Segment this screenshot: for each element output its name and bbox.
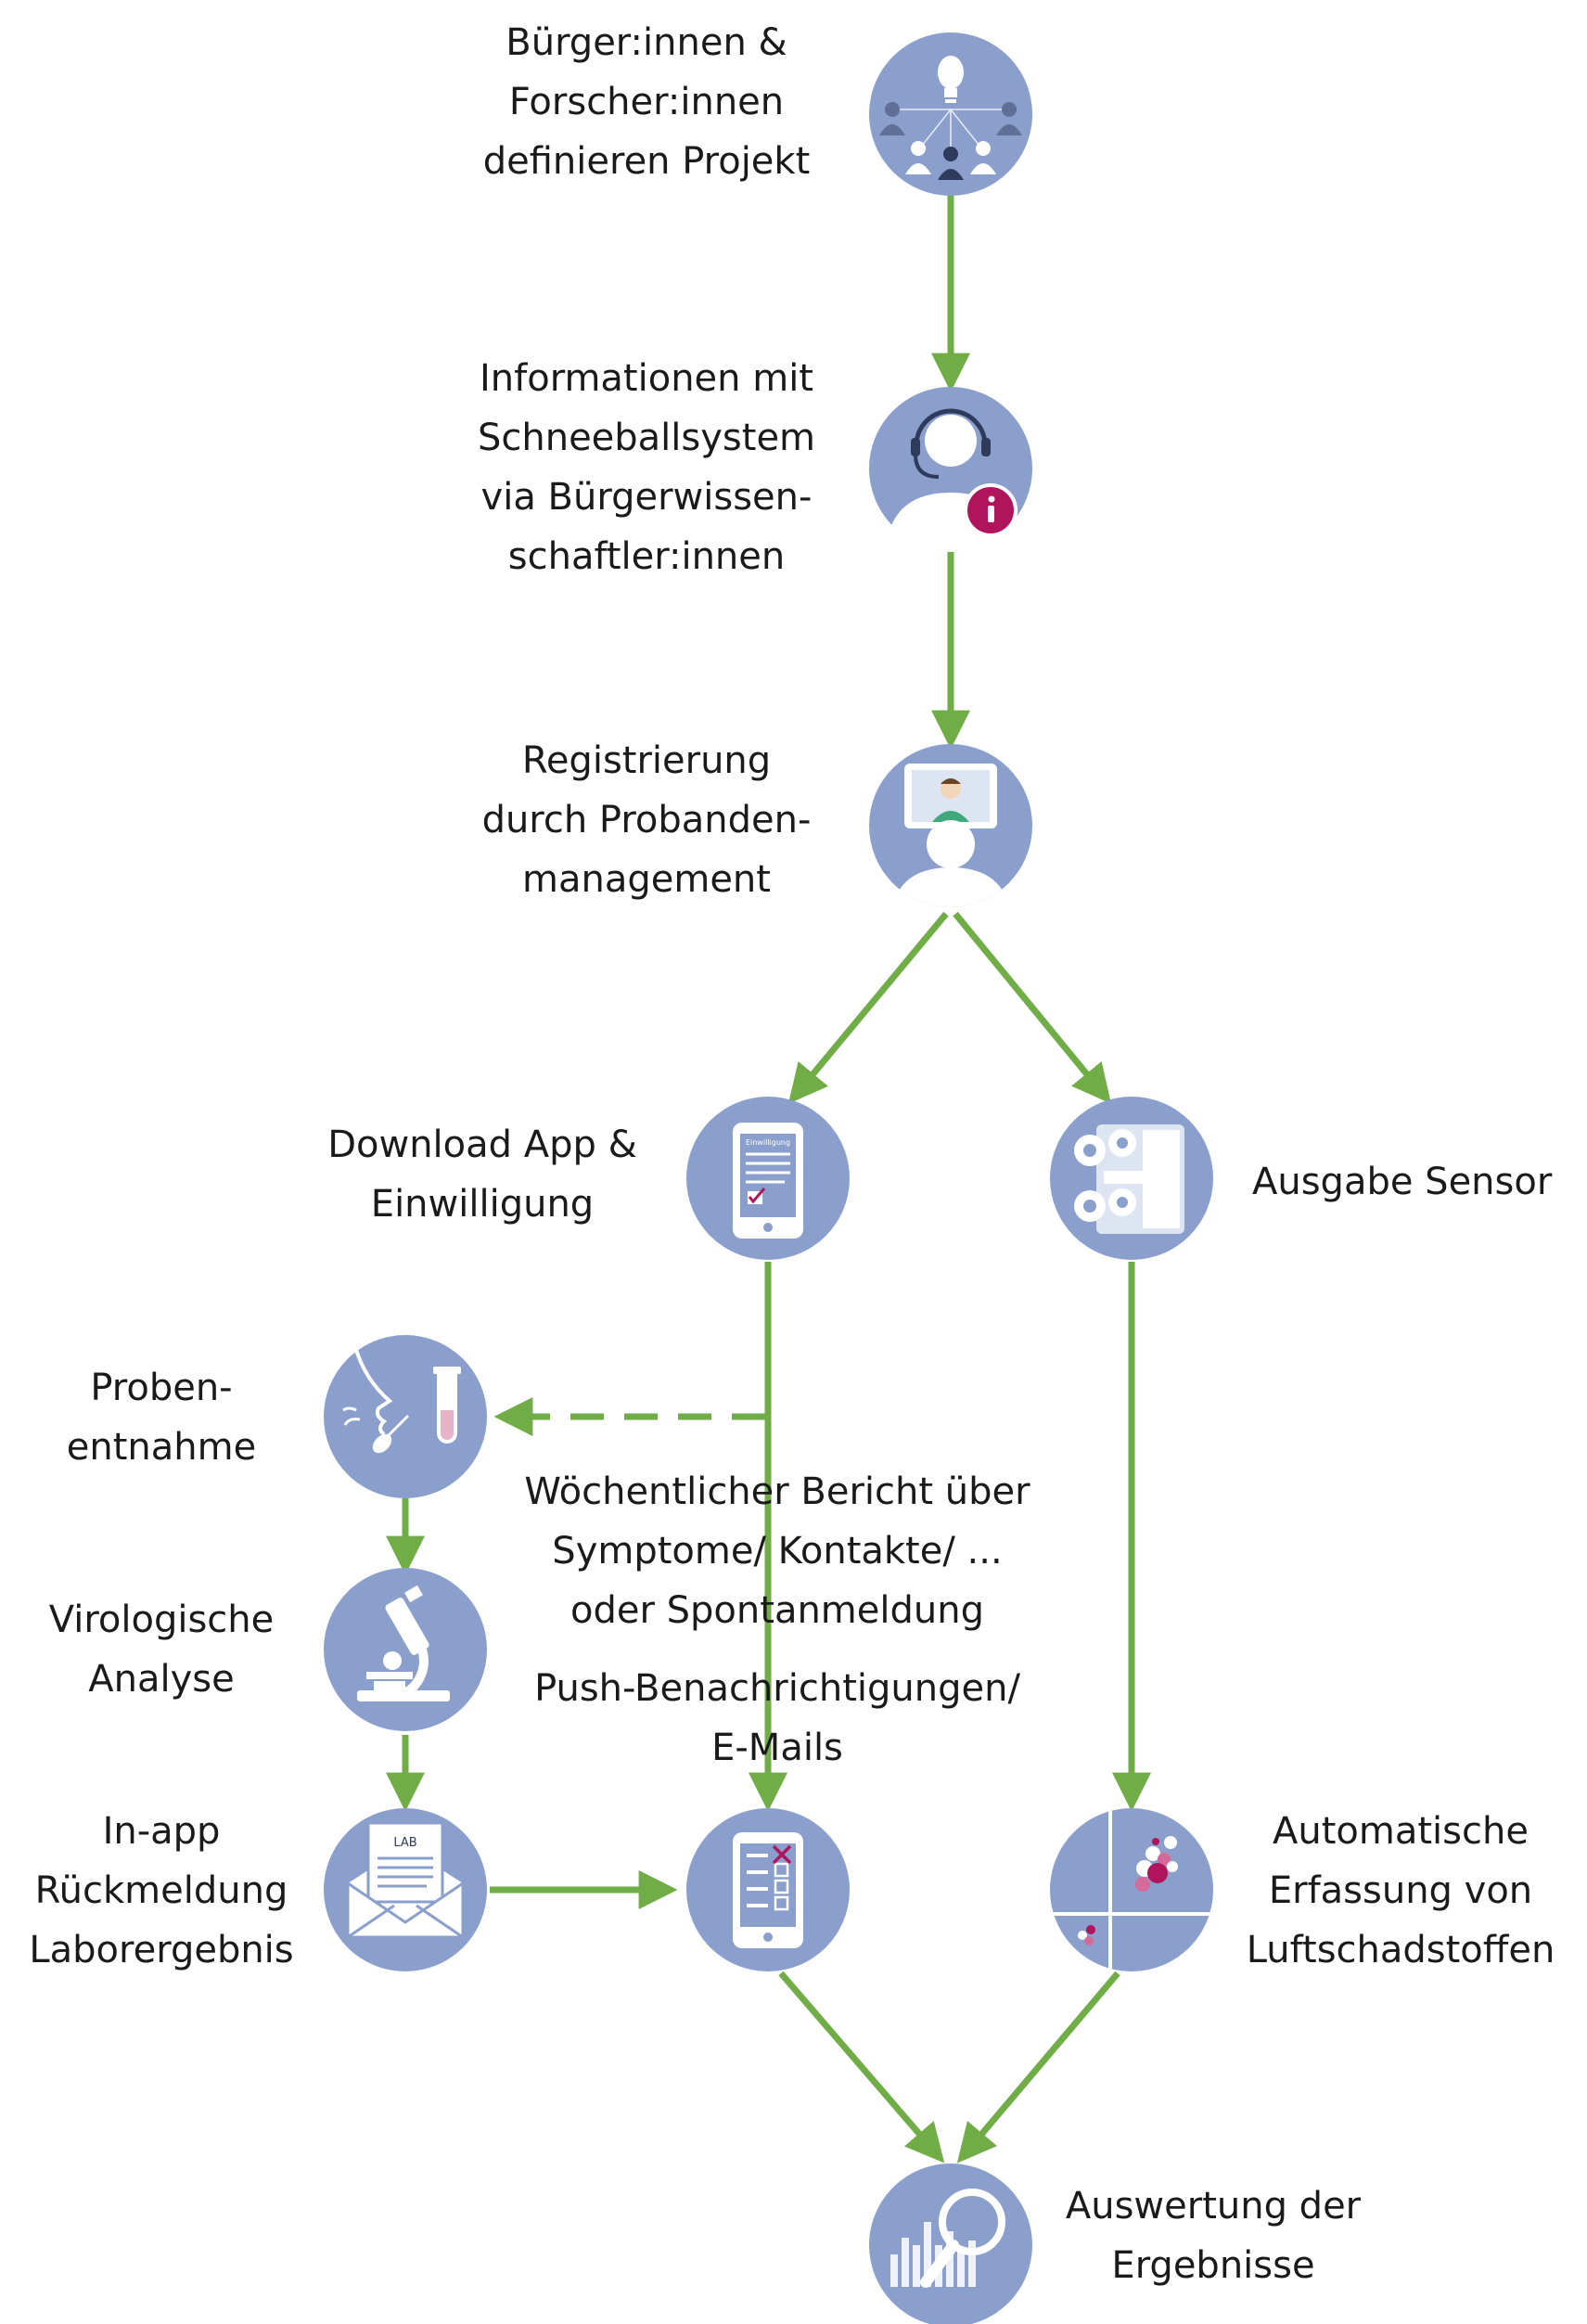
node-probenentnahme — [324, 1335, 487, 1498]
label-auswertung: Auswertung der Ergebnisse — [1065, 2185, 1362, 2287]
node-auswertung — [869, 2164, 1032, 2324]
label-projekt: Bürger:innen & Forscher:innen definieren… — [482, 21, 811, 183]
label-bericht: Wöchentlicher Bericht über Symptome/ Kon… — [524, 1470, 1030, 1632]
magnifier-chart-icon — [890, 2189, 1005, 2288]
label-rueckmeldung: In-app Rückmeldung Laborergebnis — [29, 1810, 294, 1971]
node-erfassung — [1050, 1808, 1213, 1971]
arrows — [386, 195, 1151, 2164]
node-rueckmeldung: LAB — [324, 1808, 487, 1971]
phone-title-text: Einwilligung — [746, 1138, 790, 1147]
node-download: Einwilligung — [686, 1097, 850, 1260]
label-erfassung: Automatische Erfassung von Luftschadstof… — [1246, 1810, 1555, 1971]
node-registrierung — [869, 744, 1032, 907]
label-registrierung: Registrierung durch Probanden- managemen… — [481, 739, 812, 901]
label-push: Push-Benachrichtigungen/ E-Mails — [534, 1667, 1020, 1769]
label-probenentnahme: Proben- entnahme — [66, 1367, 257, 1469]
phone-checklist-icon — [733, 1832, 803, 1948]
lab-mail-icon: LAB — [346, 1821, 465, 1939]
label-information: Informationen mit Schneeballsystem via B… — [477, 357, 816, 578]
microscope-icon — [357, 1585, 450, 1701]
node-information — [869, 387, 1032, 550]
label-analyse: Virologische Analyse — [48, 1599, 275, 1701]
scatter-plot-icon — [1053, 1811, 1210, 1969]
arrow-registrierung-to-download — [787, 911, 949, 1104]
headset-info-icon — [886, 408, 1017, 550]
node-projekt — [869, 32, 1032, 196]
people-network-icon — [879, 56, 1022, 180]
node-sensor — [1050, 1097, 1213, 1260]
node-analyse — [324, 1568, 487, 1731]
node-bericht — [686, 1808, 850, 1971]
swab-test-icon — [342, 1342, 461, 1454]
phone-consent-icon: Einwilligung — [733, 1123, 803, 1239]
envelope-tag-text: LAB — [393, 1836, 416, 1850]
label-sensor: Ausgabe Sensor — [1252, 1161, 1553, 1203]
sensor-device-icon — [1074, 1124, 1184, 1234]
arrow-registrierung-to-sensor — [953, 911, 1111, 1104]
label-download: Download App & Einwilligung — [327, 1123, 637, 1226]
arrow-erfassung-to-auswertung — [956, 1971, 1120, 2164]
arrow-bericht-to-auswertung — [778, 1971, 945, 2164]
